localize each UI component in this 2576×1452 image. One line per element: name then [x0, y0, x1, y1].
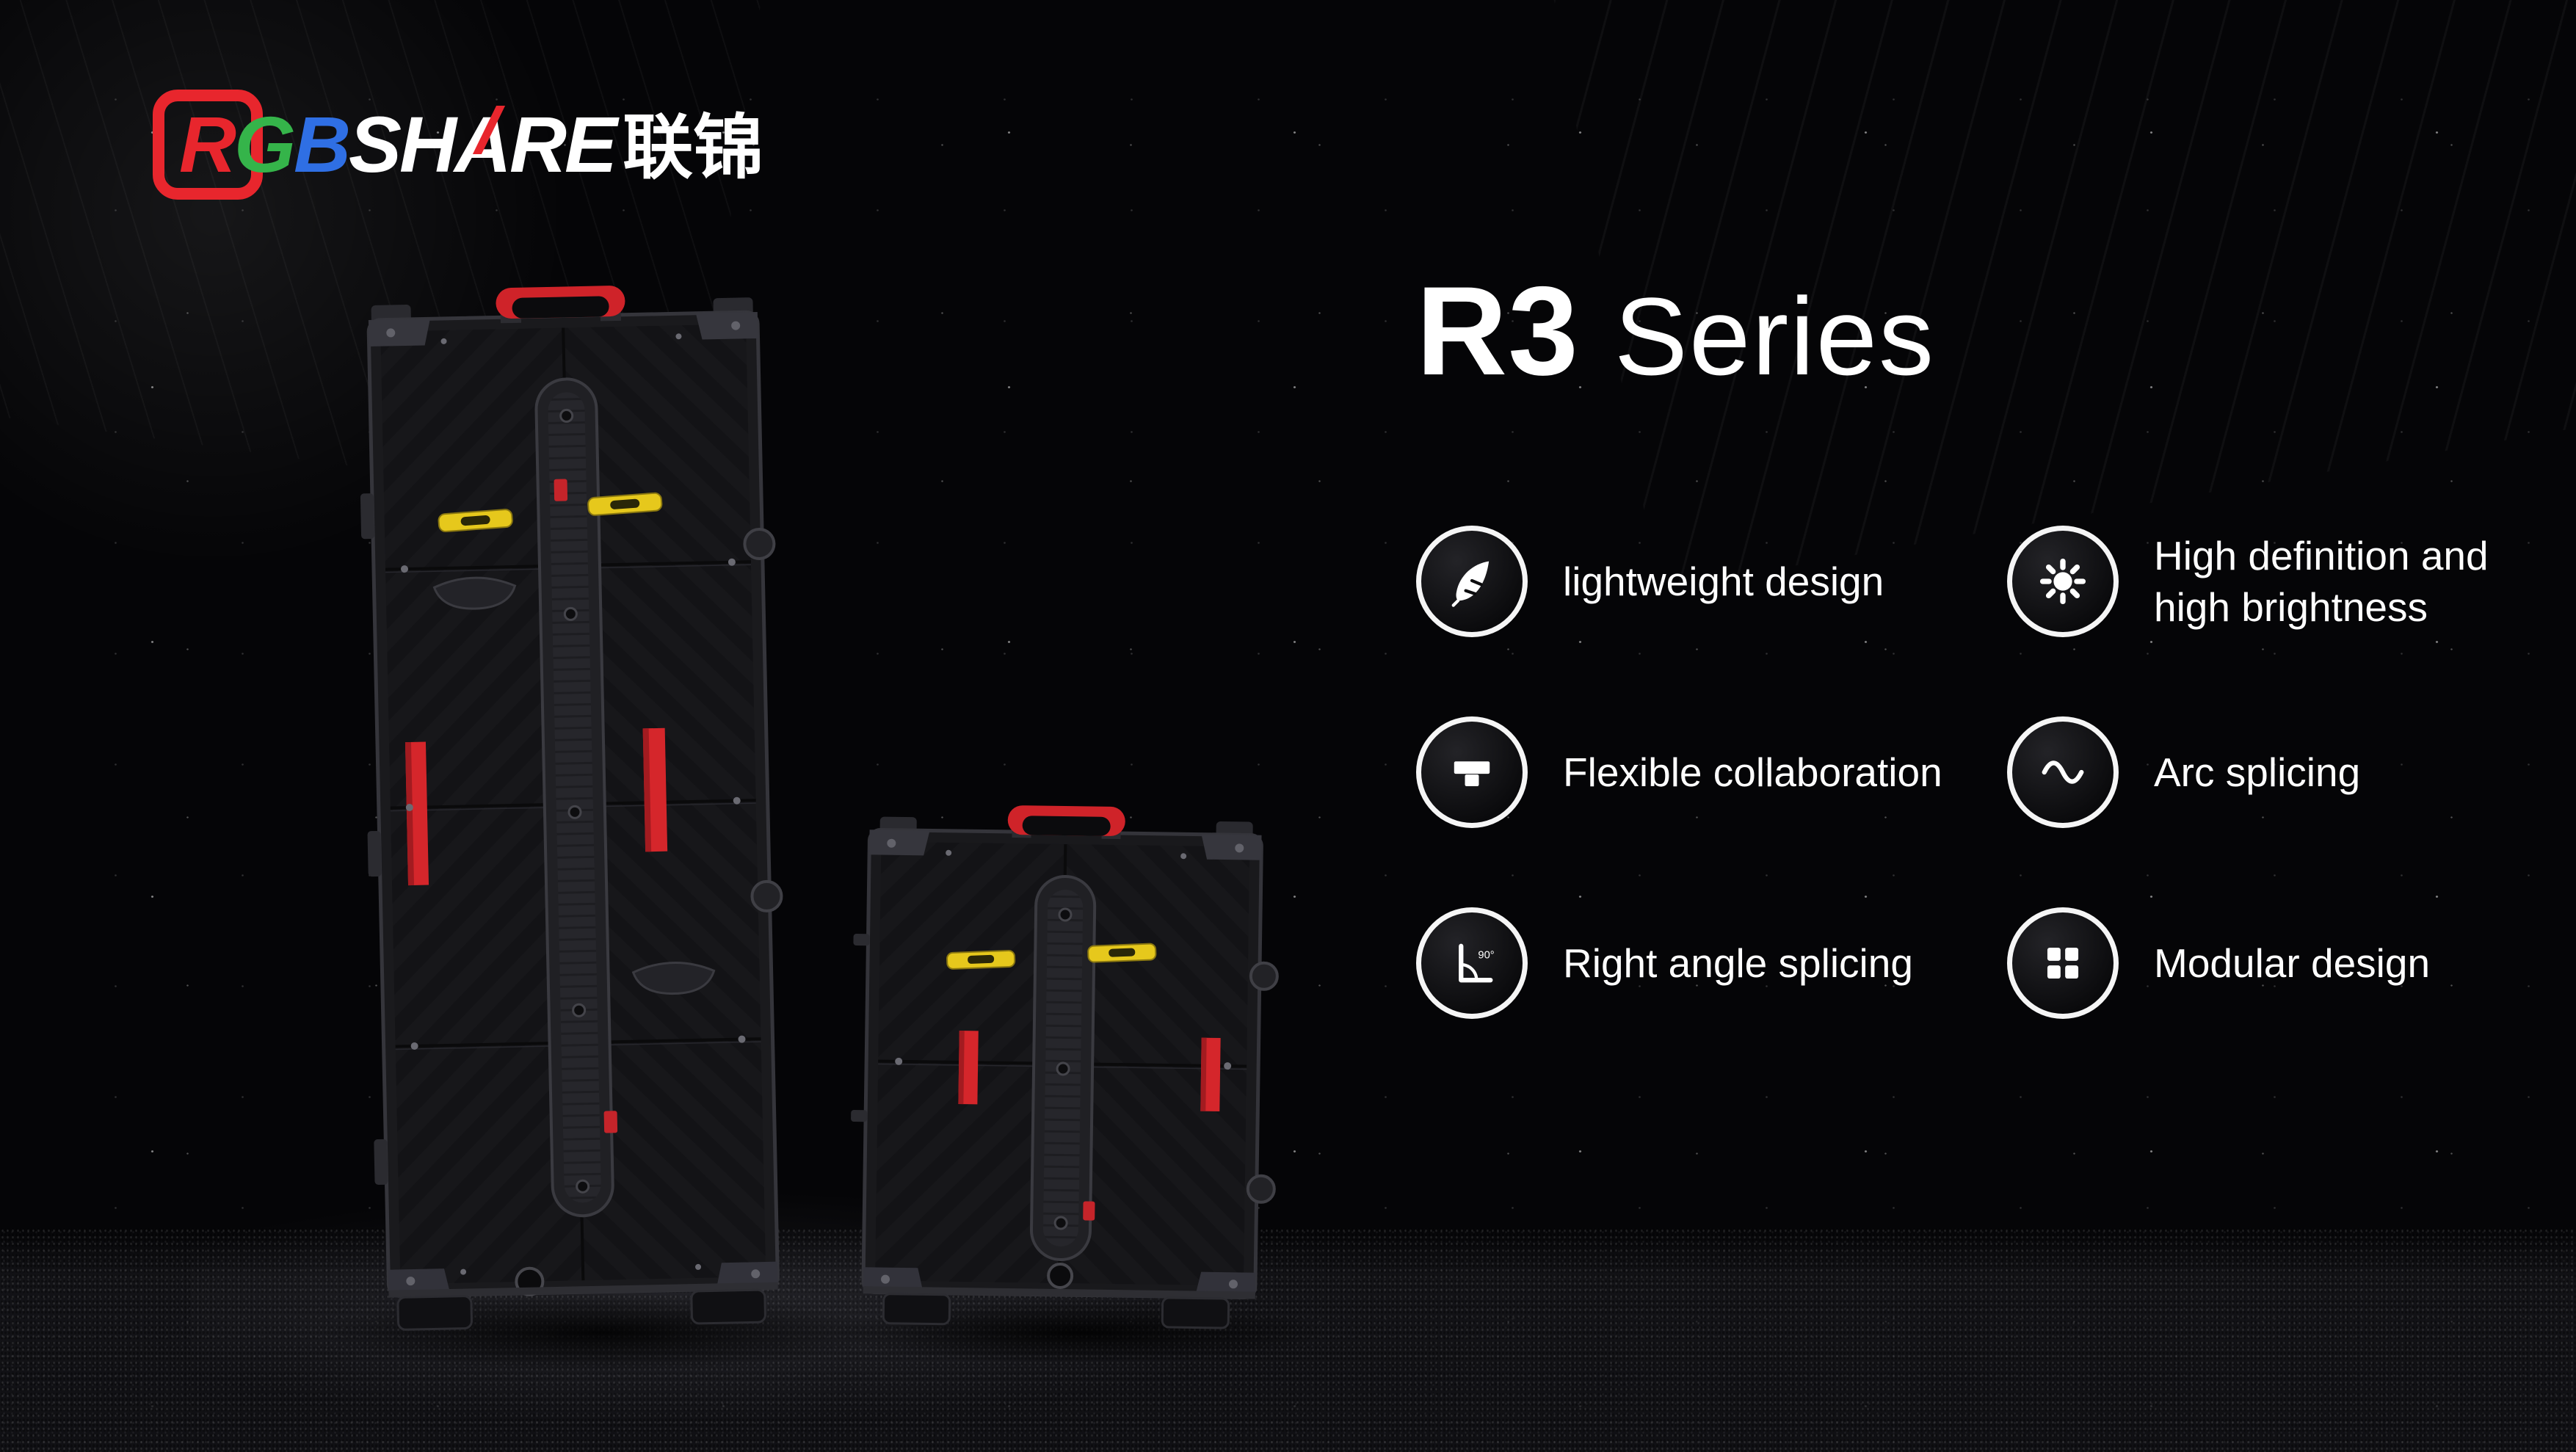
red-top-handle [1007, 805, 1125, 840]
series-word: Series [1614, 275, 1936, 398]
red-lock-bars [958, 1031, 1221, 1221]
led-cabinet-small [828, 790, 1298, 1355]
feature-label: Flexible collaboration [1563, 749, 1942, 795]
yellow-latches [438, 492, 663, 533]
feature-arc-splicing: Arc splicing [2007, 716, 2565, 828]
logo-square-outline [153, 90, 263, 200]
feature-modular-design: Modular design [2007, 907, 2565, 1019]
flexible-connector-icon [1416, 716, 1528, 828]
led-cabinet-small-image [851, 805, 1279, 1329]
logo-letter-g: G [234, 100, 296, 189]
feature-list: lightweight design [1416, 526, 2565, 1019]
feather-icon [1416, 526, 1528, 637]
feature-lightweight-design: lightweight design [1416, 526, 2007, 637]
series-model: R3 [1416, 261, 1579, 402]
feature-flexible-collaboration: Flexible collaboration [1416, 716, 2007, 828]
feature-label: High definition and high brightness [2154, 532, 2489, 630]
cabinet-spine [1029, 875, 1097, 1261]
feature-right-angle-splicing: 90° Right angle splicing [1416, 907, 2007, 1019]
logo-letter-b: B [294, 100, 351, 189]
logo-chinese-name: 联锦 [623, 109, 764, 187]
arc-wave-icon [2007, 716, 2119, 828]
feature-high-definition: High definition and high brightness [2007, 526, 2565, 637]
logo-letter-r: R [179, 100, 236, 189]
feature-label: Right angle splicing [1563, 940, 1913, 986]
series-title: R3 Series [1416, 258, 1935, 404]
feature-label: Modular design [2154, 940, 2431, 986]
cabinet-spine [534, 377, 614, 1218]
led-cabinet-large [336, 269, 835, 1355]
angle-degree-label: 90° [1478, 950, 1494, 962]
feature-label: lightweight design [1563, 558, 1884, 604]
yellow-latches [946, 943, 1157, 970]
led-cabinet-large-image [360, 286, 783, 1331]
modular-grid-icon [2007, 907, 2119, 1019]
logo-wordmark: RGBSHARE联锦 [179, 87, 763, 206]
feature-label: Arc splicing [2154, 749, 2361, 795]
right-angle-icon: 90° [1416, 907, 1528, 1019]
brightness-icon [2007, 526, 2119, 637]
red-lock-bars [404, 479, 668, 1133]
red-top-handle [496, 286, 625, 324]
